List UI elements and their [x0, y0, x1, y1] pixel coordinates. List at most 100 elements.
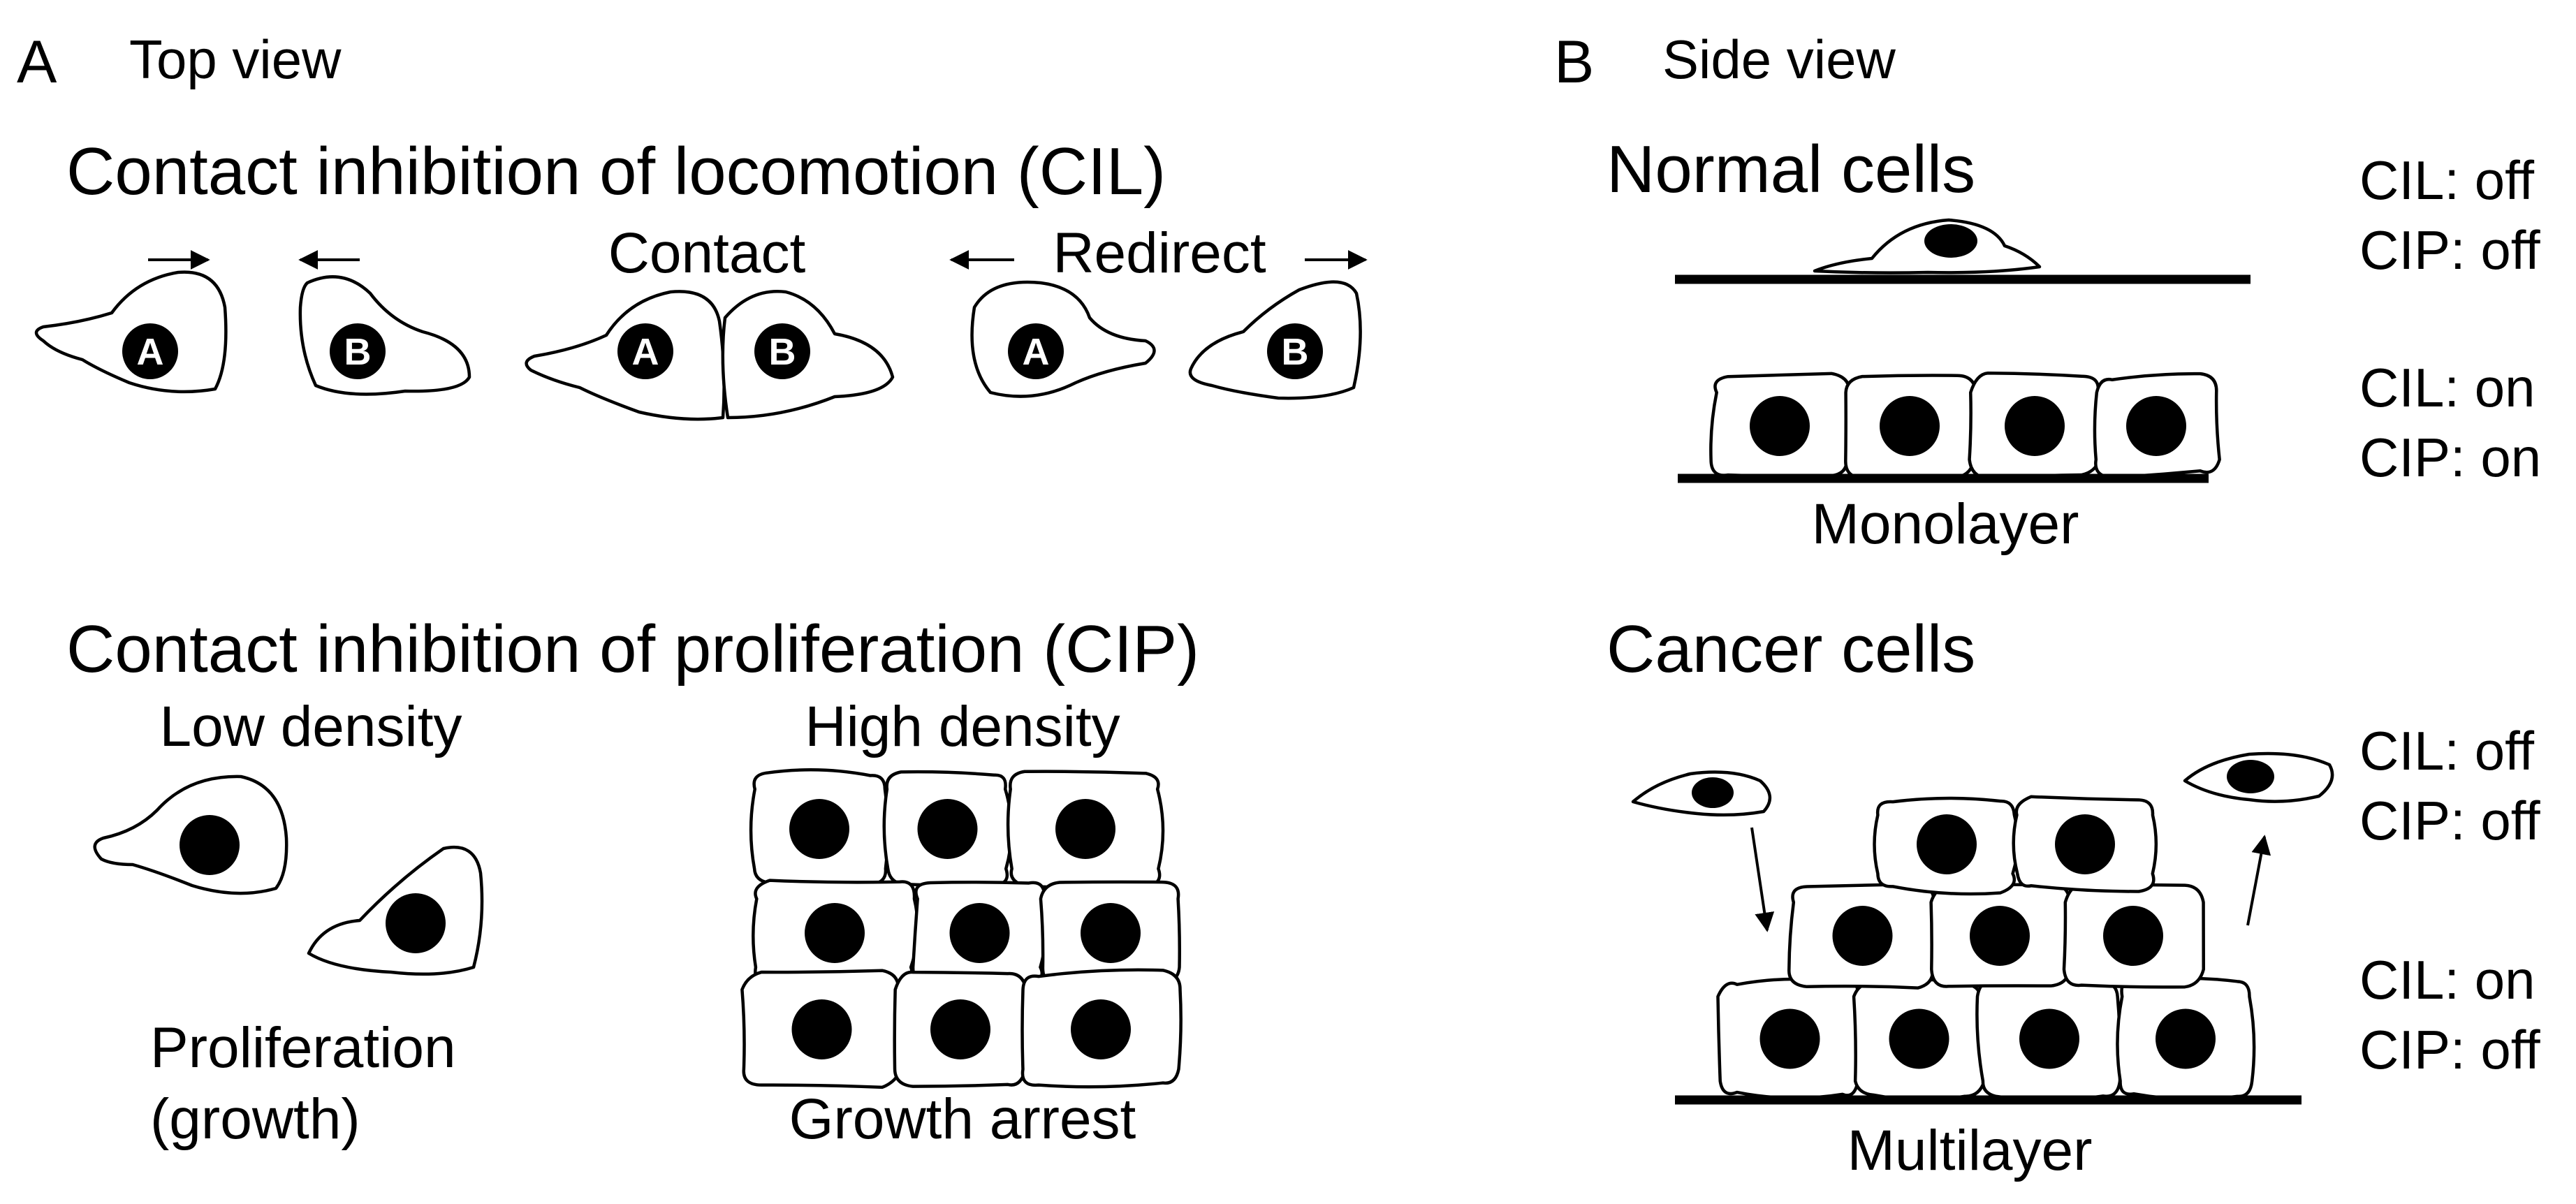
nucleus [1055, 799, 1115, 859]
nucleus [2126, 396, 2186, 456]
panel-b: B Side view Normal cells CIL: off CIP: o… [1554, 29, 2541, 1182]
high-density-cell-r2-c1 [752, 879, 920, 988]
multilayer-middle-cell-3 [2062, 882, 2205, 989]
low-density-nucleus-2 [386, 893, 446, 953]
multilayer-bottom-cell-1 [1716, 977, 1861, 1100]
cell-a-redirect-letter: A [1023, 331, 1050, 373]
cil-section: Contact inhibition of locomotion (CIL) A… [34, 134, 1368, 421]
nucleus [1970, 906, 2030, 966]
redirect-label: Redirect [1053, 221, 1266, 285]
multilayer-middle-cell-1 [1787, 882, 1937, 990]
cancer-cells-section: Cancer cells CIL: off CIP: off Multilaye… [1607, 612, 2540, 1182]
cell-a-redirect-nucleus [1008, 323, 1064, 379]
nucleus [805, 903, 865, 963]
high-density-group: High density Growth arrest [740, 695, 1183, 1151]
proliferation-label-line2: (growth) [150, 1087, 360, 1151]
multilayer-bottom-cell-2 [1852, 978, 1986, 1102]
nucleus [2019, 1008, 2079, 1069]
monolayer-cip: CIP: on [2359, 427, 2541, 488]
nucleus [2055, 814, 2115, 874]
multilayer-bottom-cell-4 [2116, 976, 2256, 1101]
migrating-cil: CIL: off [2359, 720, 2534, 781]
downward-migration-arrow [1750, 827, 1775, 932]
normal-single-cell [1813, 218, 2042, 274]
multilayer-cells [1716, 795, 2256, 1102]
nucleus [2103, 906, 2163, 966]
high-density-cell-r3-c1 [740, 969, 903, 1089]
normal-cells-title: Normal cells [1607, 132, 1975, 207]
cil-redirect-stage: Redirect A B [949, 221, 1368, 400]
monolayer-cell-4 [2093, 372, 2221, 479]
migrating-cell-left [1631, 770, 1771, 817]
high-density-cell-r3-c3 [1020, 968, 1183, 1089]
normal-cells-section: Normal cells CIL: off CIP: off Monolayer… [1607, 132, 2541, 556]
nucleus [917, 799, 978, 859]
high-density-label: High density [805, 695, 1120, 758]
high-density-cell-r2-c2 [911, 880, 1048, 989]
nucleus [1071, 999, 1131, 1059]
cil-approach-stage: A B [34, 250, 471, 396]
high-density-cell-r1-c3 [1006, 770, 1165, 890]
nucleus [949, 903, 1010, 963]
low-density-label: Low density [159, 695, 462, 758]
cell-a-letter: A [137, 331, 164, 373]
cancer-cells-title: Cancer cells [1607, 612, 1975, 687]
panel-b-letter: B [1554, 29, 1594, 96]
proliferation-label-line1: Proliferation [150, 1016, 456, 1080]
cell-a: A [34, 270, 228, 394]
nucleus [1759, 1008, 1820, 1069]
panel-a-view-title: Top view [129, 29, 342, 90]
cell-a-redirect [970, 280, 1156, 398]
multilayer-cil: CIL: on [2359, 949, 2535, 1011]
contact-label: Contact [608, 221, 806, 285]
nucleus [791, 999, 852, 1059]
nucleus [1750, 396, 1810, 456]
cell-a-contact-nucleus [617, 323, 673, 379]
low-density-nucleus-1 [180, 815, 240, 875]
monolayer-cell-3 [1968, 372, 2101, 480]
nucleus [1832, 906, 1893, 966]
monolayer-cells [1709, 372, 2221, 480]
high-density-cell-r1-c1 [749, 768, 890, 888]
nucleus [1081, 903, 1141, 963]
cell-b-contact-letter: B [769, 331, 796, 373]
migrating-cip: CIP: off [2359, 790, 2540, 851]
nucleus [930, 999, 990, 1059]
nucleus [1917, 814, 1977, 874]
nucleus [789, 799, 849, 859]
normal-single-cip: CIP: off [2359, 219, 2540, 281]
upward-migration-arrow [2246, 835, 2271, 926]
low-density-group: Low density Proliferation (growth) [93, 695, 484, 1151]
cell-b-redirect-letter: B [1282, 331, 1309, 373]
high-density-cell-r3-c2 [893, 970, 1028, 1088]
cil-title: Contact inhibition of locomotion (CIL) [66, 134, 1166, 209]
cell-a-contact-letter: A [632, 331, 659, 373]
multilayer-top-cell-1 [1873, 796, 2019, 896]
monolayer-cil: CIL: on [2359, 357, 2535, 418]
nucleus [2156, 1008, 2216, 1069]
high-density-cell-r1-c2 [882, 770, 1013, 888]
growth-arrest-label: Growth arrest [789, 1087, 1136, 1151]
multilayer-bottom-cell-3 [1975, 976, 2122, 1102]
panel-a-letter: A [17, 29, 57, 96]
cell-b-letter: B [344, 331, 372, 373]
multilayer-label: Multilayer [1847, 1119, 2093, 1182]
cip-section: Contact inhibition of proliferation (CIP… [66, 612, 1199, 1151]
nucleus [1889, 1008, 1949, 1069]
nucleus [2005, 396, 2065, 456]
cip-title: Contact inhibition of proliferation (CIP… [66, 612, 1199, 687]
high-density-cell-grid [740, 768, 1183, 1089]
cell-b-redirect-nucleus [1267, 323, 1323, 379]
cil-contact-stage: Contact A B [525, 221, 895, 421]
panel-a: A Top view Contact inhibition of locomot… [17, 29, 1368, 1151]
multilayer-top-cell-2 [2012, 795, 2158, 893]
nucleus [1880, 396, 1940, 456]
flat-cell-nucleus [1924, 224, 1977, 258]
migrating-cell-right [2183, 751, 2334, 803]
cell-b-contact-nucleus [754, 323, 810, 379]
multilayer-middle-cell-2 [1929, 883, 2072, 988]
high-density-cell-r2-c3 [1039, 880, 1181, 987]
monolayer-cell-1 [1709, 372, 1851, 478]
normal-single-cil: CIL: off [2359, 149, 2534, 211]
